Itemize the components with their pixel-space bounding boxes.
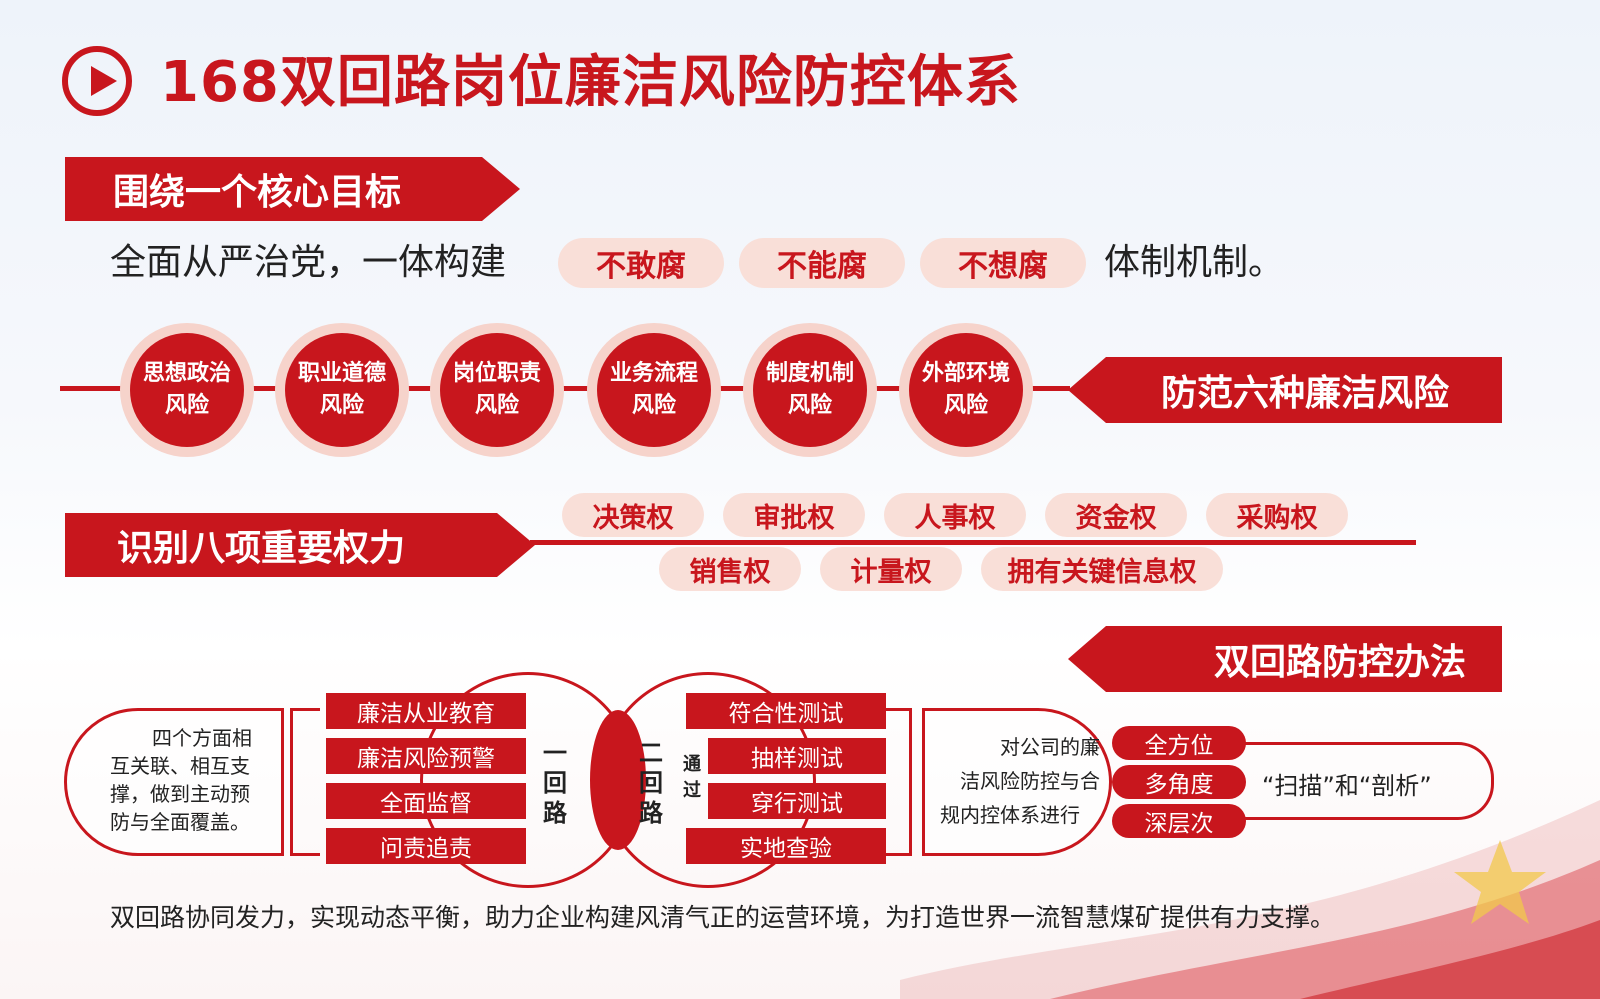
risk-label-line1: 外部环境: [921, 361, 1010, 386]
risk-label-line2: 风险: [164, 393, 209, 418]
risk-label-line1: 职业道德: [297, 361, 386, 386]
page-title: 168双回路岗位廉洁风险防控体系: [160, 50, 1021, 115]
right-text-line: 规内控体系进行: [940, 803, 1080, 827]
core-pill: 不敢腐: [558, 238, 724, 288]
left-text-line: 四个方面相: [152, 726, 252, 750]
risk-circle: 制度机制风险: [743, 323, 877, 457]
power-pill: 拥有关键信息权: [981, 547, 1223, 591]
loop2-item: 抽样测试: [708, 738, 886, 774]
power-pill: 决策权: [562, 493, 704, 537]
dimension-pill: 深层次: [1112, 804, 1246, 838]
risk-label-line2: 风险: [787, 393, 832, 418]
power-banner: 识别八项重要权力: [65, 513, 535, 577]
core-text-suffix: 体制机制。: [1104, 242, 1285, 283]
risk-connector-line: [60, 386, 1070, 391]
power-pill: 采购权: [1206, 493, 1348, 537]
risk-label-line1: 岗位职责: [452, 361, 541, 386]
left-description-text: 四个方面相 互关联、相互支 撑，做到主动预 防与全面覆盖。: [110, 724, 276, 836]
risk-label-line2: 风险: [631, 393, 676, 418]
scan-bracket: [1222, 742, 1494, 820]
power-pill: 资金权: [1045, 493, 1187, 537]
right-text-line: 对公司的廉: [1000, 735, 1100, 759]
dimension-pill: 全方位: [1112, 726, 1246, 760]
risk-label-line1: 制度机制: [765, 361, 854, 386]
risk-label-line2: 风险: [319, 393, 364, 418]
loop1-bracket: [290, 708, 320, 856]
left-text-line: 撑，做到主动预: [110, 782, 250, 806]
risk-circle: 业务流程风险: [587, 323, 721, 457]
risk-circle: 职业道德风险: [275, 323, 409, 457]
power-pill: 审批权: [723, 493, 865, 537]
loop2-item: 实地查验: [686, 828, 886, 864]
core-goal-banner: 围绕一个核心目标: [65, 157, 520, 221]
method-banner: 双回路防控办法: [1068, 626, 1502, 692]
risk-circle: 岗位职责风险: [430, 323, 564, 457]
loop1-item: 问责追责: [326, 828, 526, 864]
flag-wave-decoration: [900, 800, 1600, 999]
power-pill: 人事权: [884, 493, 1026, 537]
loop1-item: 廉洁风险预警: [326, 738, 526, 774]
loop2-label: 二回路: [639, 739, 663, 827]
risk-label-line2: 风险: [474, 393, 519, 418]
power-connector-line: [530, 540, 1416, 545]
loop2-bracket: [886, 708, 912, 856]
risk-label-line1: 思想政治: [142, 361, 231, 386]
footer-text: 双回路协同发力，实现动态平衡，助力企业构建风清气正的运营环境，为打造世界一流智慧…: [110, 903, 1336, 932]
loop1-item: 廉洁从业教育: [326, 693, 526, 729]
loop1-label: 一回路: [543, 739, 567, 827]
left-text-line: 互关联、相互支: [110, 754, 250, 778]
power-pill: 计量权: [820, 547, 962, 591]
right-text-line: 洁风险防控与合: [960, 769, 1100, 793]
risk-circle: 思想政治风险: [120, 323, 254, 457]
via-label: 通过: [683, 754, 701, 801]
left-description-box: [64, 708, 284, 856]
loop1-item: 全面监督: [326, 783, 526, 819]
loop2-item: 符合性测试: [686, 693, 886, 729]
core-pill: 不能腐: [739, 238, 905, 288]
core-pill: 不想腐: [920, 238, 1086, 288]
risk-label-line1: 业务流程: [609, 361, 698, 386]
risk-circle: 外部环境风险: [899, 323, 1033, 457]
scan-text: “扫描”和“剖析”: [1262, 772, 1432, 800]
power-pill: 销售权: [659, 547, 801, 591]
risk-banner: 防范六种廉洁风险: [1068, 357, 1502, 423]
play-circle-icon: [62, 46, 132, 116]
risk-label-line2: 风险: [943, 393, 988, 418]
right-description-text: 对公司的廉 洁风险防控与合 规内控体系进行: [940, 730, 1100, 832]
loop2-item: 穿行测试: [708, 783, 886, 819]
loop-overlap: [590, 710, 646, 850]
dimension-pill: 多角度: [1112, 765, 1246, 799]
core-text-prefix: 全面从严治党，一体构建: [110, 242, 507, 283]
right-description-box: [922, 708, 1112, 856]
left-text-line: 防与全面覆盖。: [110, 810, 250, 834]
